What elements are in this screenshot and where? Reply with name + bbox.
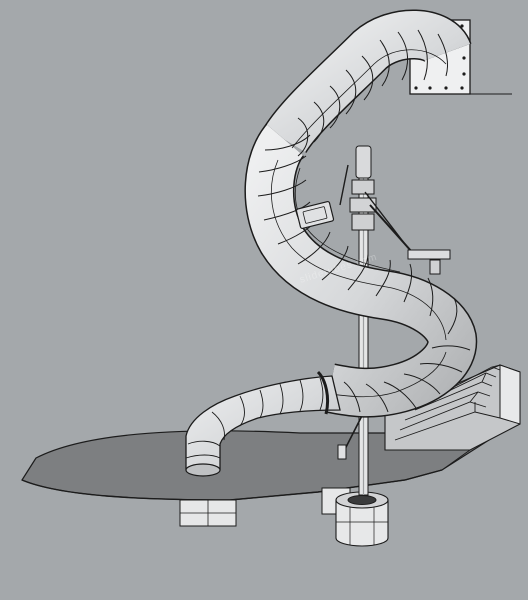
tube-segment-rings bbox=[257, 29, 471, 413]
tube-seams bbox=[271, 49, 447, 398]
exit-chute-rings bbox=[185, 377, 324, 459]
spiral-tube bbox=[244, 9, 478, 418]
tube-access-port bbox=[295, 201, 335, 229]
pole-footing bbox=[335, 491, 389, 547]
chute-joint-band bbox=[316, 370, 330, 415]
platform-footing bbox=[179, 499, 237, 527]
tube-body bbox=[244, 9, 478, 418]
exit-chute bbox=[185, 375, 341, 477]
support-pole bbox=[349, 145, 377, 496]
staircase bbox=[384, 364, 521, 471]
